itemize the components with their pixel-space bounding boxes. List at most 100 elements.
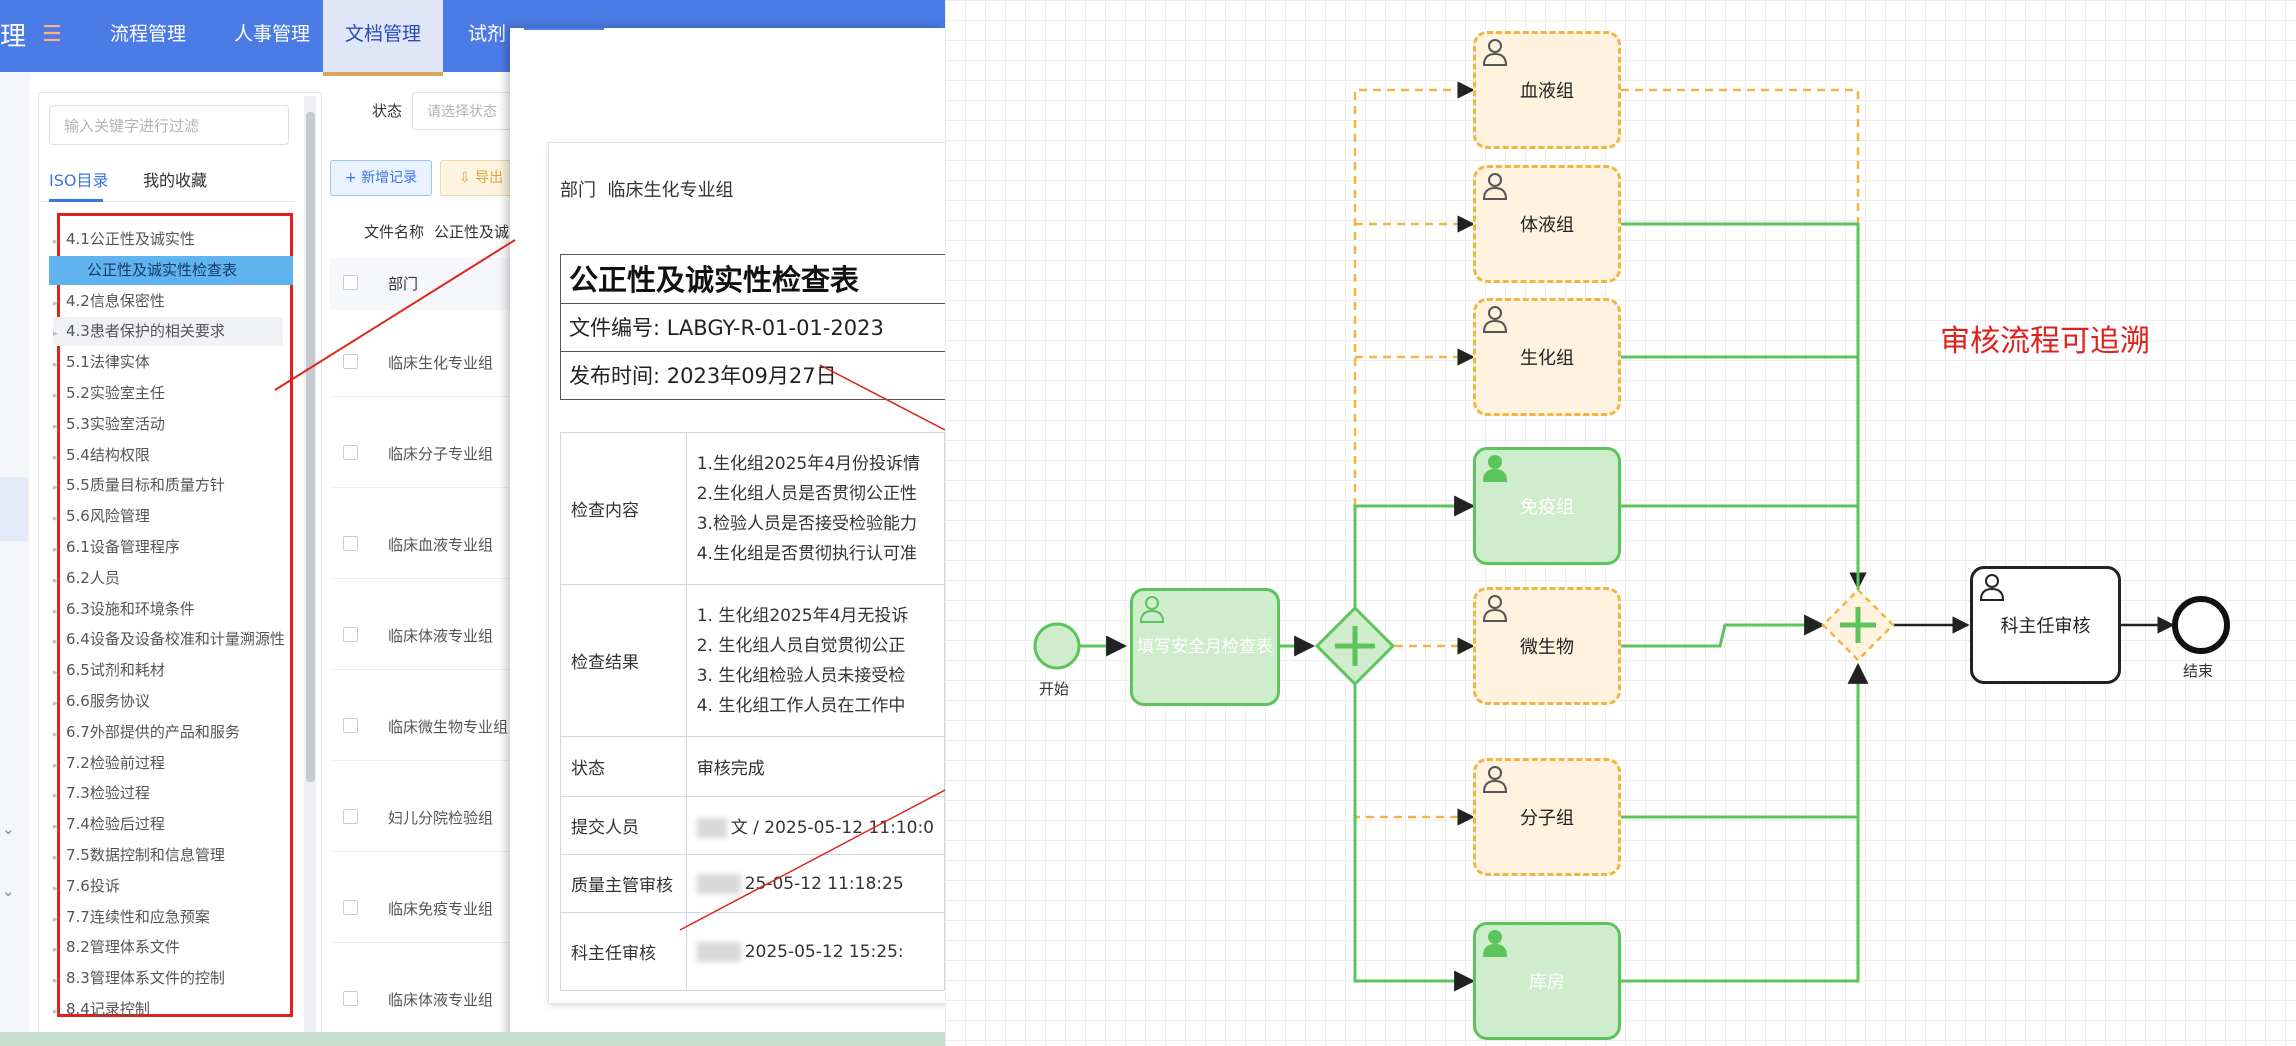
caret-right-icon[interactable]: ▸ [53, 637, 58, 648]
task-fill-safety-checklist[interactable]: 填写安全月检查表 [1130, 588, 1280, 706]
tree-item[interactable]: ▸7.5数据控制和信息管理 [53, 841, 283, 870]
flow-edge [1621, 614, 1826, 648]
menu-fold-icon[interactable]: ☰ [42, 22, 62, 47]
caret-right-icon[interactable]: ▸ [53, 391, 58, 401]
caret-right-icon[interactable]: ▸ [53, 822, 58, 833]
caret-right-icon[interactable]: ▸ [53, 514, 58, 525]
tree-item-selected[interactable]: 公正性及诚实性检查表 [49, 255, 293, 285]
nav-tab-documents[interactable]: 文档管理 [323, 0, 443, 76]
task-group-1[interactable]: 血液组 [1473, 31, 1621, 149]
tree-item[interactable]: ▸6.6服务协议 [53, 687, 283, 716]
caret-right-icon[interactable]: ▸ [53, 575, 58, 586]
caret-right-icon[interactable]: ▸ [53, 329, 58, 340]
task-group-7[interactable]: 库房 [1473, 922, 1621, 1040]
caret-right-icon[interactable]: ▸ [53, 729, 58, 740]
tree-item[interactable]: ▸7.7连续性和应急预案 [53, 903, 283, 932]
tree-item[interactable]: ▸4.3患者保护的相关要求 [53, 317, 283, 347]
row-checkbox[interactable] [343, 809, 358, 824]
row-checkbox[interactable] [343, 627, 358, 642]
tree-item[interactable]: ▸6.4设备及设备校准和计量溯源性 [53, 625, 285, 654]
task-label: 库房 [1529, 972, 1565, 993]
caret-right-icon[interactable]: ▸ [53, 945, 58, 956]
caret-right-icon[interactable]: ▸ [53, 853, 58, 863]
row-dept[interactable]: 临床体液专业组 [388, 627, 494, 645]
content-line: 4.生化组是否贯彻执行认可准 [696, 543, 917, 564]
task-group-3[interactable]: 生化组 [1473, 298, 1621, 416]
tab-my-favorites[interactable]: 我的收藏 [143, 171, 208, 190]
tree-item[interactable]: ▸6.1设备管理程序 [53, 533, 283, 562]
task-director-review[interactable]: 科主任审核 [1970, 566, 2121, 684]
tree-item[interactable]: ▸6.2人员 [53, 564, 283, 593]
tree-item[interactable]: ▸5.5质量目标和质量方针 [53, 471, 283, 500]
tree-item[interactable]: ▸7.3检验过程 [53, 779, 283, 808]
task-group-2[interactable]: 体液组 [1473, 165, 1621, 283]
select-all-checkbox[interactable] [343, 275, 358, 290]
nav-tab-process[interactable]: 流程管理 [109, 23, 186, 45]
tab-iso-catalog[interactable]: ISO目录 [49, 171, 109, 190]
row-checkbox[interactable] [343, 718, 358, 733]
tree-item[interactable]: ▸4.2信息保密性 [53, 287, 283, 316]
tree-item[interactable]: ▸8.2管理体系文件 [53, 933, 283, 962]
chevron-down-icon[interactable]: ⌄ [2, 882, 15, 900]
tree-item[interactable]: ▸5.2实验室主任 [53, 379, 283, 408]
tree-item[interactable]: ▸6.3设施和环境条件 [53, 595, 283, 624]
start-event[interactable] [1033, 622, 1081, 670]
tree-item[interactable]: ▸4.1公正性及诚实性 [53, 225, 283, 254]
caret-right-icon[interactable]: ▸ [53, 976, 58, 987]
caret-right-icon[interactable]: ▸ [53, 360, 58, 371]
tree-item[interactable]: ▸6.5试剂和耗材 [53, 656, 283, 685]
join-gateway[interactable] [1821, 588, 1895, 662]
split-gateway[interactable] [1314, 605, 1396, 687]
task-group-4[interactable]: 免疫组 [1473, 447, 1621, 565]
caret-right-icon[interactable]: ▸ [53, 668, 58, 679]
nav-tab-hr[interactable]: 人事管理 [233, 23, 310, 45]
row-checkbox[interactable] [343, 536, 358, 551]
export-button[interactable]: ⇩ 导出 [440, 160, 522, 196]
row-checkbox[interactable] [343, 445, 358, 460]
chevron-down-icon[interactable]: ⌄ [2, 820, 15, 838]
nav-tab-reagents[interactable]: 试剂 [467, 23, 506, 45]
tree-item[interactable]: ▸6.7外部提供的产品和服务 [53, 718, 283, 747]
tree-scrollbar-thumb[interactable] [306, 112, 315, 782]
tree-item[interactable]: ▸7.2检验前过程 [53, 749, 283, 778]
caret-right-icon[interactable]: ▸ [53, 606, 58, 617]
side-menu-selected[interactable] [0, 477, 28, 541]
row-dept[interactable]: 临床免疫专业组 [388, 900, 494, 918]
row-dept[interactable]: 临床微生物专业组 [388, 718, 509, 736]
end-event[interactable] [2172, 596, 2230, 654]
caret-right-icon[interactable]: ▸ [53, 791, 58, 802]
row-dept[interactable]: 临床分子专业组 [388, 445, 494, 463]
caret-right-icon[interactable]: ▸ [53, 237, 58, 247]
tree-item[interactable]: ▸7.4检验后过程 [53, 810, 283, 839]
tree-item[interactable]: ▸8.3管理体系文件的控制 [53, 964, 283, 993]
caret-right-icon[interactable]: ▸ [53, 452, 58, 463]
caret-right-icon[interactable]: ▸ [53, 298, 58, 309]
row-dept[interactable]: 临床血液专业组 [388, 536, 494, 554]
row-checkbox[interactable] [343, 991, 358, 1006]
row-dept[interactable]: 妇儿分院检验组 [388, 809, 494, 827]
add-record-button[interactable]: + 新增记录 [330, 160, 432, 196]
tree-search-input[interactable]: 输入关键字进行过滤 [49, 105, 289, 145]
tree-item[interactable]: ▸ 5.4结构权限 [53, 441, 283, 470]
caret-right-icon[interactable]: ▸ [53, 699, 58, 709]
caret-right-icon[interactable]: ▸ [53, 483, 58, 494]
task-group-6[interactable]: 分子组 [1473, 758, 1621, 876]
caret-right-icon[interactable]: ▸ [53, 760, 58, 771]
tree-item[interactable]: ▸8.4记录控制 [53, 995, 283, 1024]
tree-item[interactable]: ▸5.1法律实体 [53, 348, 283, 377]
tree-item[interactable]: ▸7.6投诉 [53, 872, 283, 901]
tree-item[interactable]: ▸5.3实验室活动 [53, 410, 283, 439]
tree-item[interactable]: ▸5.6风险管理 [53, 502, 283, 531]
task-group-5[interactable]: 微生物 [1473, 587, 1621, 705]
row-checkbox[interactable] [343, 900, 358, 915]
bpmn-diagram-canvas[interactable]: 填写安全月检查表 血液组体液组生化组免疫组微生物分子组库房 科主任审核 开始 结… [945, 0, 2296, 1046]
caret-right-icon[interactable]: ▸ [53, 421, 58, 432]
row-dept[interactable]: 临床生化专业组 [388, 354, 494, 372]
caret-right-icon[interactable]: ▸ [53, 914, 58, 925]
caret-right-icon[interactable]: ▸ [53, 883, 58, 894]
caret-right-icon[interactable]: ▸ [53, 545, 58, 555]
tree-item-label: 5.4结构权限 [66, 445, 150, 464]
caret-right-icon[interactable]: ▸ [53, 1007, 58, 1017]
row-dept[interactable]: 临床体液专业组 [388, 991, 494, 1009]
row-checkbox[interactable] [343, 354, 358, 369]
